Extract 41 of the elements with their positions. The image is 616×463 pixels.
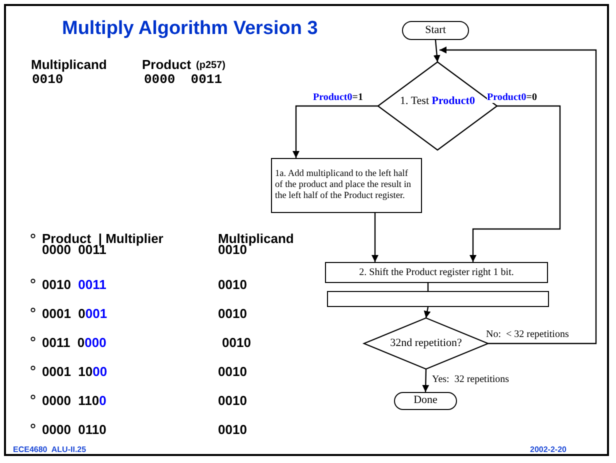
column-header: Multiplicand xyxy=(218,232,294,245)
page-reference: (p257) xyxy=(196,61,226,71)
arrow xyxy=(470,105,561,262)
binary-value: 0010 xyxy=(218,365,247,378)
edge-label: Product0=0 xyxy=(487,92,537,103)
binary-value: 0010 xyxy=(218,243,247,256)
connector-line xyxy=(427,283,429,291)
binary-value: 0010 xyxy=(218,307,247,320)
binary-value: 0000 1100 xyxy=(42,394,106,407)
terminal-shape: Start xyxy=(402,21,469,40)
footer-text: ECE4680 ALU-II.25 xyxy=(13,446,86,454)
process-box: 2. Shift the Product register right 1 bit. xyxy=(325,262,548,283)
binary-value: 0010 xyxy=(32,73,64,86)
edge-label: Product0=1 xyxy=(313,92,363,103)
column-header: Product | Multiplier xyxy=(42,232,164,245)
heading: Product xyxy=(142,58,192,71)
arrow xyxy=(422,368,430,392)
slide-title: Multiply Algorithm Version 3 xyxy=(62,19,318,38)
arrow xyxy=(433,40,440,62)
edge-label: No: < 32 repetitions xyxy=(486,329,569,340)
process-box: 1a. Add multiplicand to the left half of the product and place the result in the left half of the Product register. xyxy=(271,158,422,213)
arrow xyxy=(424,306,431,318)
terminal-shape: Done xyxy=(394,392,457,410)
process-box xyxy=(327,291,549,307)
binary-value: 0010 xyxy=(222,336,251,349)
binary-value: 0011 0000 xyxy=(42,336,106,349)
edge-label: Yes: 32 repetitions xyxy=(432,374,510,385)
binary-value: 0000 0011 xyxy=(144,73,222,86)
binary-value: 0001 0001 xyxy=(42,307,108,320)
binary-value: 0010 xyxy=(218,423,247,436)
binary-value: 0010 xyxy=(218,394,247,407)
heading: Multiplicand xyxy=(31,58,107,71)
arrow xyxy=(372,213,378,262)
binary-value: 0000 0110 xyxy=(42,423,106,436)
binary-value: 0000 0011 xyxy=(42,243,106,256)
arrow xyxy=(292,105,378,158)
binary-value: 0010 0011 xyxy=(42,278,106,291)
binary-value: 0010 xyxy=(218,278,247,291)
arrow xyxy=(440,46,597,344)
binary-value: 0001 1000 xyxy=(42,365,108,378)
footer-text: 2002-2-20 xyxy=(530,446,566,454)
